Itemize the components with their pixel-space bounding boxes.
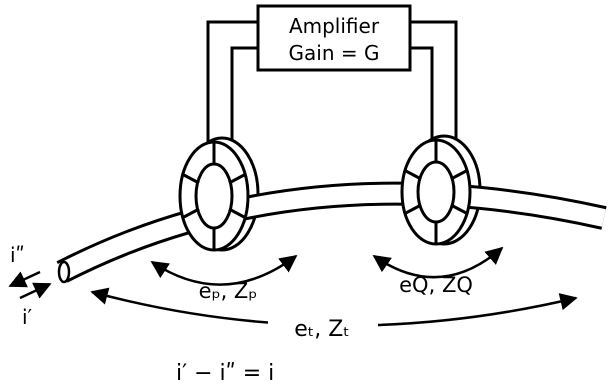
label-et-zt: eₜ, Zₜ (294, 317, 350, 342)
arc-p (150, 254, 298, 286)
cable (56, 181, 607, 284)
label-i-double-prime: iʺ (10, 243, 25, 267)
right-leads (410, 20, 458, 142)
cable-end (57, 260, 71, 284)
arc-total-label-bg (268, 312, 378, 342)
current-arrows (8, 270, 52, 300)
label-eq-zq: eQ, ZQ (399, 273, 473, 297)
arrow-i-prime (19, 282, 52, 300)
label-ep-zp: eₚ, Zₚ (199, 279, 258, 303)
amplifier-name: Amplifier (289, 14, 380, 38)
transformer-p (178, 140, 250, 252)
arrow-i-double-prime (8, 270, 41, 288)
transformer-q (400, 138, 472, 246)
amplifier-box: Amplifier Gain = G (256, 4, 412, 72)
left-leads (206, 20, 258, 142)
arc-q (372, 246, 504, 279)
label-i-prime: i′ (22, 305, 33, 329)
equation: i′ − iʺ = i (176, 361, 274, 386)
amplifier-gain: Gain = G (289, 41, 380, 65)
